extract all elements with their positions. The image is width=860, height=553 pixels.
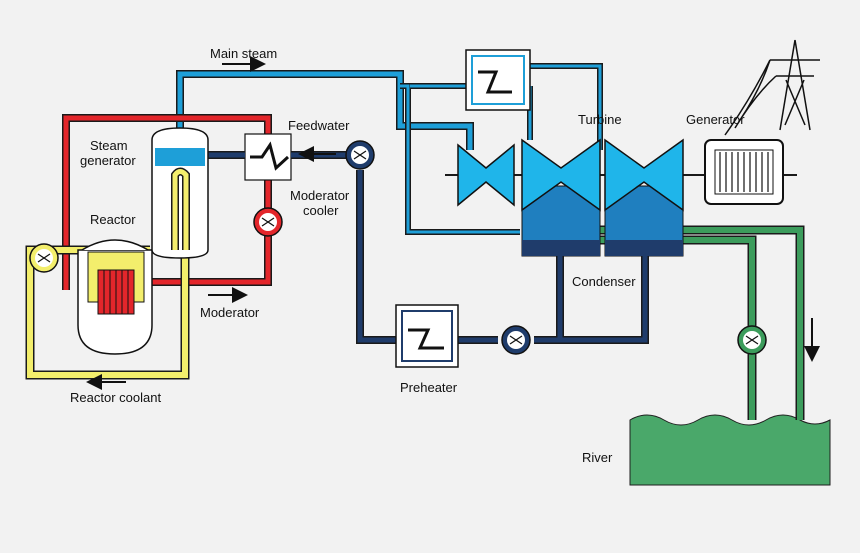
hp-turbine	[457, 143, 515, 207]
lp-turbine-2	[604, 138, 684, 212]
reactor-vessel	[77, 239, 153, 355]
main-steam-label: Main steam	[210, 46, 278, 61]
reactor-label: Reactor	[90, 212, 136, 227]
moderator-cooler-label-1: Moderator	[290, 188, 350, 203]
reheater	[465, 49, 531, 111]
lp-turbine-1	[521, 138, 601, 212]
cooling-pump-icon	[737, 325, 767, 355]
feedwater-pipe	[356, 170, 649, 344]
condenser	[521, 185, 684, 257]
preheater-label: Preheater	[400, 380, 458, 395]
generator-label: Generator	[686, 112, 745, 127]
reactor-coolant-label: Reactor coolant	[70, 390, 162, 405]
condensate-pump-icon	[501, 325, 531, 355]
generator	[704, 139, 784, 205]
moderator-cooler	[208, 133, 348, 181]
river	[629, 414, 831, 486]
cooling-water-pipe	[533, 225, 805, 420]
condenser-label: Condenser	[572, 274, 636, 289]
main-steam-pipe	[176, 63, 603, 235]
coolant-pump-icon	[29, 243, 59, 273]
pylon-icon	[724, 39, 820, 136]
preheater	[395, 304, 459, 368]
steam-generator-label-1: Steam	[90, 138, 128, 153]
river-label: River	[582, 450, 613, 465]
moderator-pump-icon	[253, 207, 283, 237]
feedwater-pump-icon	[345, 140, 375, 170]
reactor-coolant-loop	[25, 245, 190, 380]
turbine-label: Turbine	[578, 112, 622, 127]
moderator-loop	[62, 114, 272, 290]
steam-generator-label-2: generator	[80, 153, 136, 168]
moderator-label: Moderator	[200, 305, 260, 320]
feedwater-label: Feedwater	[288, 118, 350, 133]
steam-generator	[151, 127, 209, 259]
moderator-cooler-label-2: cooler	[303, 203, 339, 218]
